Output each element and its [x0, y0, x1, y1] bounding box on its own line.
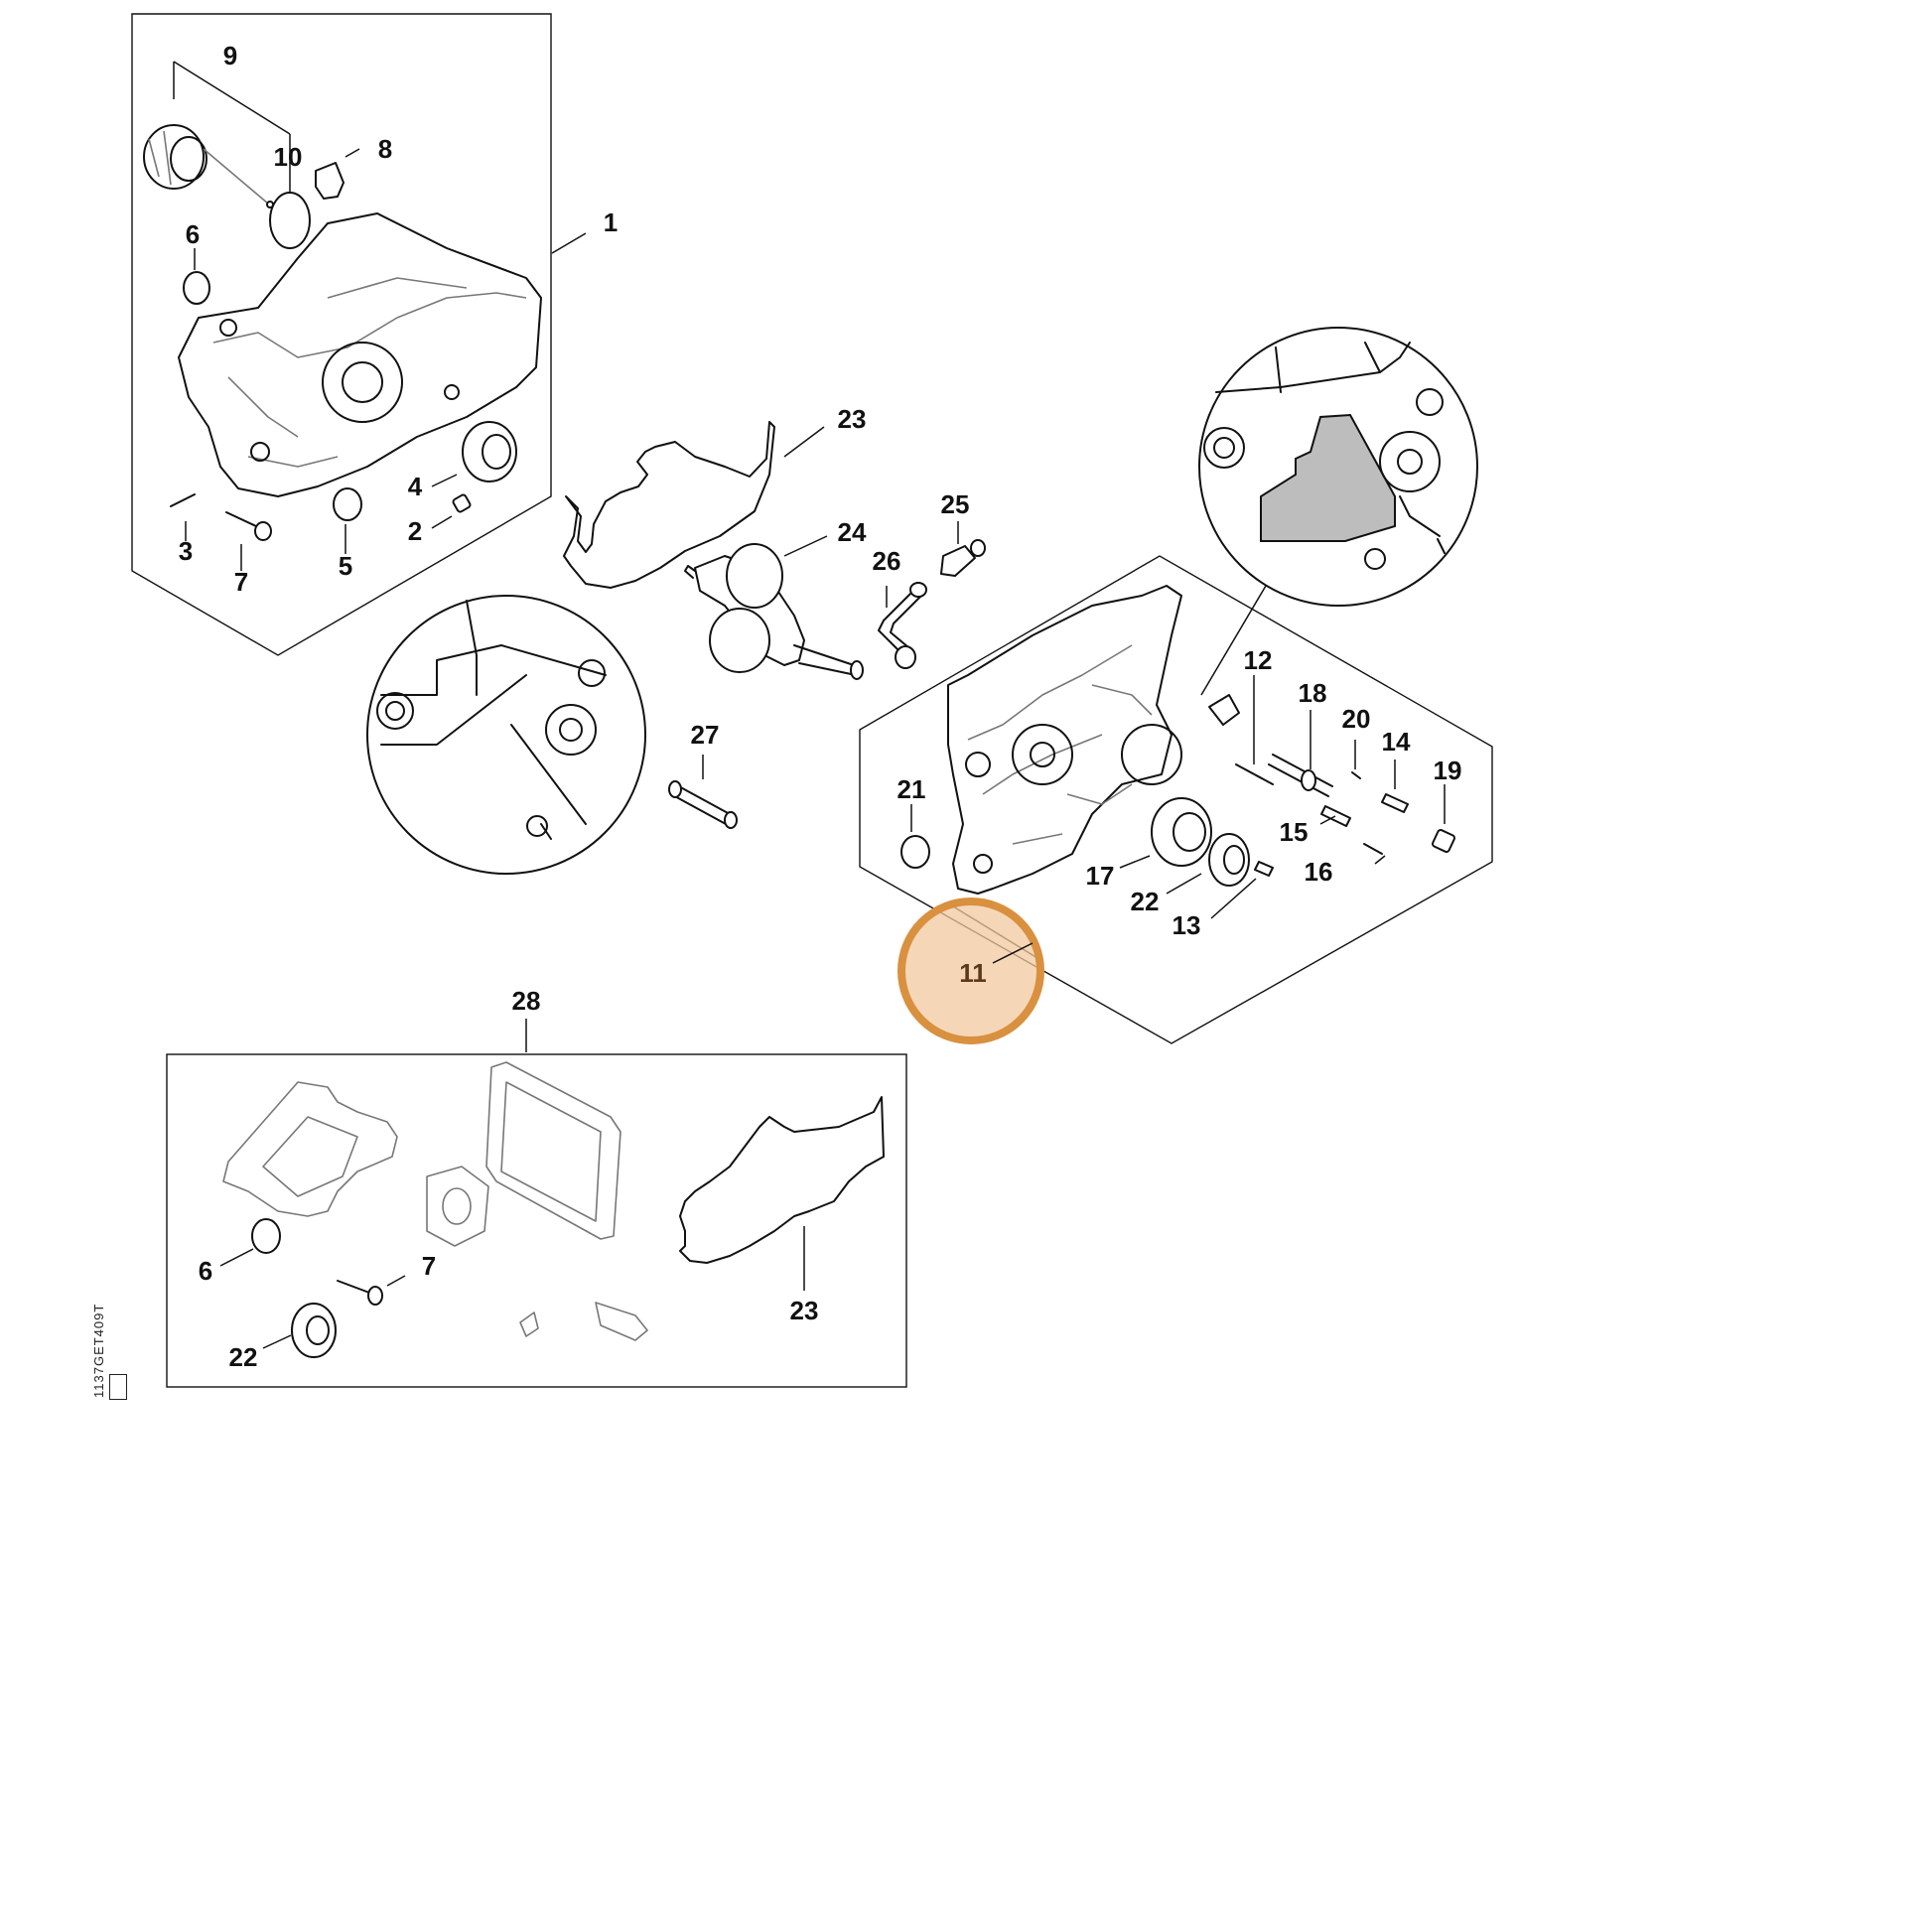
callout-2[interactable]: 2 [407, 516, 423, 546]
document-code-box [109, 1374, 127, 1400]
part-3-pin [170, 493, 196, 507]
detail-circle-right [1198, 327, 1478, 696]
callout-3[interactable]: 3 [178, 536, 194, 566]
callout-10[interactable]: 10 [273, 142, 303, 172]
callout-5[interactable]: 5 [338, 551, 353, 581]
callout-27[interactable]: 27 [690, 720, 720, 750]
part-18-valve [1268, 754, 1333, 797]
callout-16[interactable]: 16 [1304, 857, 1333, 887]
callout-23-set[interactable]: 23 [789, 1296, 819, 1325]
part-5-bushing [333, 487, 362, 521]
callout-12[interactable]: 12 [1243, 645, 1273, 675]
callout-18[interactable]: 18 [1298, 678, 1327, 708]
callout-22-set[interactable]: 22 [228, 1342, 258, 1372]
callout-1[interactable]: 1 [603, 207, 619, 237]
callout-24[interactable]: 24 [837, 517, 867, 547]
part-26-tube [878, 582, 927, 669]
callout-25[interactable]: 25 [940, 489, 970, 519]
callout-6-set[interactable]: 6 [198, 1256, 213, 1286]
part-20-pin [1351, 771, 1361, 779]
part-4-bearing [462, 421, 517, 483]
callout-13[interactable]: 13 [1172, 910, 1201, 940]
part-8-plug [315, 162, 345, 200]
callout-4[interactable]: 4 [407, 472, 423, 501]
callout-11[interactable]: 11 [959, 958, 987, 988]
part-6-seal [183, 271, 210, 305]
part-9-oil-pump [143, 124, 274, 208]
part-7-screw [225, 511, 272, 541]
callout-14[interactable]: 14 [1381, 727, 1411, 757]
part-23-gasket [563, 421, 775, 589]
part-6-seal-set [251, 1218, 281, 1254]
part-10-o-ring [269, 192, 311, 249]
part-25-fitting [940, 539, 986, 577]
part-22-ring [1208, 833, 1250, 887]
callout-19[interactable]: 19 [1433, 756, 1462, 785]
part-21-bushing [900, 835, 930, 869]
part-17-seal [1151, 797, 1212, 867]
part-14-spring [1381, 793, 1409, 813]
part-15-pin [1320, 805, 1351, 827]
callout-17[interactable]: 17 [1085, 861, 1115, 891]
detail-circle-left [366, 595, 646, 875]
callout-6[interactable]: 6 [185, 219, 201, 249]
callout-15[interactable]: 15 [1279, 817, 1309, 847]
group-gasket-set [166, 1019, 907, 1388]
group-crankcase-left [131, 13, 587, 656]
part-22-ring-set [291, 1303, 337, 1358]
document-code: 1137GET409T [91, 1303, 106, 1398]
callout-22[interactable]: 22 [1130, 887, 1160, 916]
part-12-screw [1235, 763, 1274, 785]
part-13-pin [1254, 861, 1274, 877]
callout-21[interactable]: 21 [897, 774, 926, 804]
callout-7[interactable]: 7 [233, 567, 249, 597]
callout-23[interactable]: 23 [837, 404, 867, 434]
part-16-pin [1363, 843, 1383, 855]
callout-8[interactable]: 8 [377, 134, 393, 164]
callout-9[interactable]: 9 [222, 41, 238, 70]
part-7-screw-set [337, 1280, 383, 1306]
part-27-stud [668, 780, 738, 829]
callout-20[interactable]: 20 [1341, 704, 1371, 734]
highlight-ring [897, 897, 1044, 1044]
part-19-nut [1432, 829, 1455, 853]
part-24-crankshaft [684, 543, 864, 680]
group-crankcase-right [859, 555, 1493, 1044]
part-2-sleeve [452, 493, 472, 513]
callout-7-set[interactable]: 7 [421, 1251, 437, 1281]
callout-26[interactable]: 26 [872, 546, 901, 576]
callout-28[interactable]: 28 [511, 986, 541, 1016]
